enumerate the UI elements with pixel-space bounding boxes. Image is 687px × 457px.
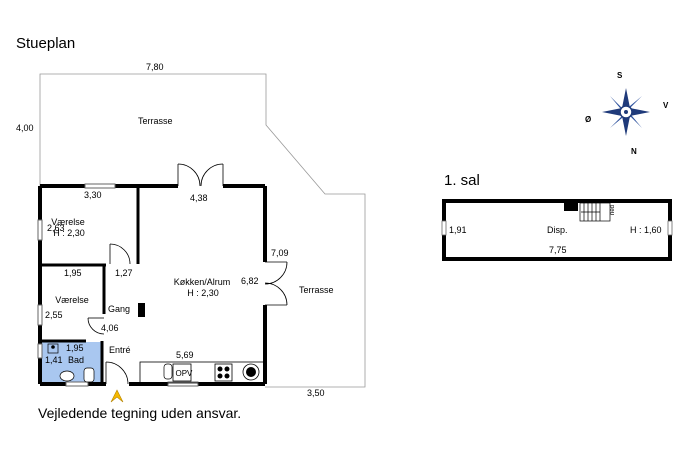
dim-top-width: 7,80 bbox=[146, 62, 164, 72]
opv-label: OPV bbox=[176, 369, 194, 378]
attic-chimney bbox=[564, 203, 578, 211]
dim-room1-width: 3,30 bbox=[84, 190, 102, 200]
washbasin-icon bbox=[59, 370, 75, 382]
dim-right-wall: 7,09 bbox=[271, 248, 289, 258]
terrace-outline bbox=[39, 73, 366, 388]
stove-icon bbox=[214, 363, 233, 382]
dim-living-width: 4,38 bbox=[190, 193, 208, 203]
compass-north-label: N bbox=[631, 147, 637, 156]
chimney bbox=[138, 303, 145, 317]
stair-icon bbox=[579, 202, 611, 222]
dim-entre-length: 4,06 bbox=[101, 323, 119, 333]
attic-room-height: H : 1,60 bbox=[630, 225, 662, 235]
terrace-right-label: Terrasse bbox=[299, 285, 334, 295]
windows bbox=[37, 183, 199, 387]
disclaimer-text: Vejledende tegning uden ansvar. bbox=[38, 405, 241, 421]
room-kitchen-height: H : 2,30 bbox=[187, 288, 219, 298]
dim-room1-height: 2,63 bbox=[47, 223, 65, 233]
room-entre-label: Entré bbox=[109, 345, 131, 355]
dim-room2-width: 1,95 bbox=[64, 268, 82, 278]
doors bbox=[87, 163, 288, 385]
room-vaerelse-2-name: Værelse bbox=[55, 295, 89, 305]
room-vaerelse-1-name: Værelse bbox=[51, 217, 85, 227]
attic-window-left bbox=[441, 220, 447, 236]
compass-south-label: S bbox=[617, 71, 623, 80]
dim-attic-height: 1,91 bbox=[449, 225, 467, 235]
compass-rose-icon bbox=[602, 88, 650, 136]
dim-attic-width: 7,75 bbox=[549, 245, 567, 255]
terrace-top-label: Terrasse bbox=[138, 116, 173, 126]
compass-east-label: Ø bbox=[585, 115, 591, 124]
shower-icon bbox=[47, 343, 59, 354]
attic-room-name: Disp. bbox=[547, 225, 568, 235]
sink-icon bbox=[163, 363, 173, 380]
ground-floor-title: Stueplan bbox=[16, 35, 75, 52]
dim-living-height: 6,82 bbox=[241, 276, 259, 286]
room-vaerelse-1-height: H : 2,30 bbox=[53, 228, 85, 238]
toilet-icon bbox=[83, 367, 95, 383]
upper-floor-title: 1. sal bbox=[444, 172, 480, 189]
dim-gang-width: 1,27 bbox=[115, 268, 133, 278]
dim-terrace-bottom: 3,50 bbox=[307, 388, 325, 398]
dimension-labels: 7,80 4,00 3,30 2,63 4,38 7,09 6,82 1,27 … bbox=[16, 62, 325, 398]
kitchen-counter bbox=[139, 361, 265, 384]
room-kitchen-name: Køkken/Alrum bbox=[174, 277, 231, 287]
opv-box bbox=[172, 363, 192, 382]
dim-kitchen-width: 5,69 bbox=[176, 350, 194, 360]
interior-walls bbox=[40, 186, 140, 384]
attic-window-right bbox=[667, 220, 673, 236]
stair-label: ned bbox=[610, 205, 616, 215]
dim-bath-height: 1,41 bbox=[45, 355, 63, 365]
dim-left-height: 4,00 bbox=[16, 123, 34, 133]
entrance-arrow-icon bbox=[110, 389, 124, 403]
compass-west-label: V bbox=[663, 101, 669, 110]
heater-icon bbox=[242, 363, 260, 381]
dim-room2-height: 2,55 bbox=[45, 310, 63, 320]
room-bad-label: Bad bbox=[68, 355, 84, 365]
room-gang-label: Gang bbox=[108, 304, 130, 314]
dim-bath-width: 1,95 bbox=[66, 343, 84, 353]
